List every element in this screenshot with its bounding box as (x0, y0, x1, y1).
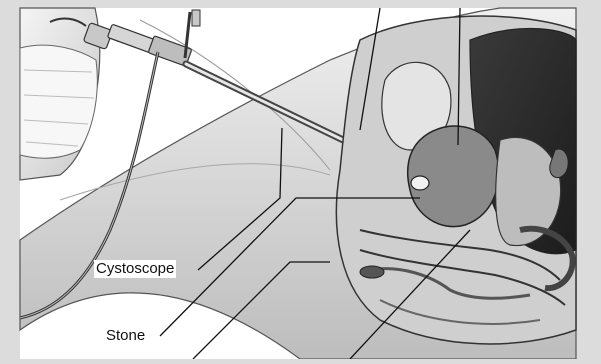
label-cystoscope: Cystoscope (94, 260, 176, 278)
label-stone: Stone (104, 327, 147, 345)
stone (411, 176, 429, 190)
pelvic-cross-section (336, 16, 576, 344)
